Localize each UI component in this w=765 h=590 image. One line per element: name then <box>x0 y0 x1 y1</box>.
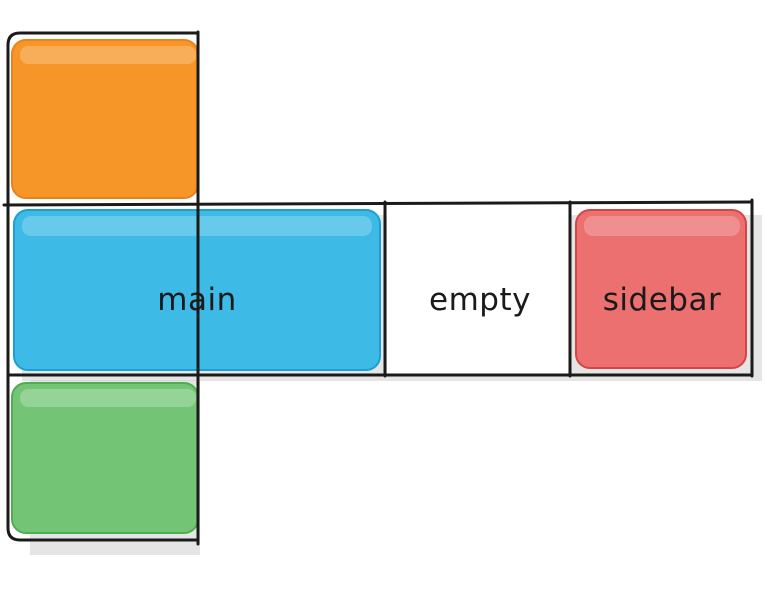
sidebar-label: sidebar <box>603 282 721 318</box>
empty-area: empty <box>387 210 569 374</box>
sidebar-area: sidebar <box>575 209 747 369</box>
header-area <box>11 39 199 199</box>
footer-area <box>11 382 199 534</box>
sidebar-block <box>575 209 747 369</box>
sidebar-gloss <box>584 216 740 236</box>
empty-cell <box>387 210 569 374</box>
footer-gloss <box>20 389 196 407</box>
grid-lines <box>2 30 754 546</box>
header-gloss <box>20 46 196 64</box>
empty-label: empty <box>429 282 531 318</box>
row-line-top <box>2 200 754 207</box>
outer-left-border <box>6 31 200 542</box>
